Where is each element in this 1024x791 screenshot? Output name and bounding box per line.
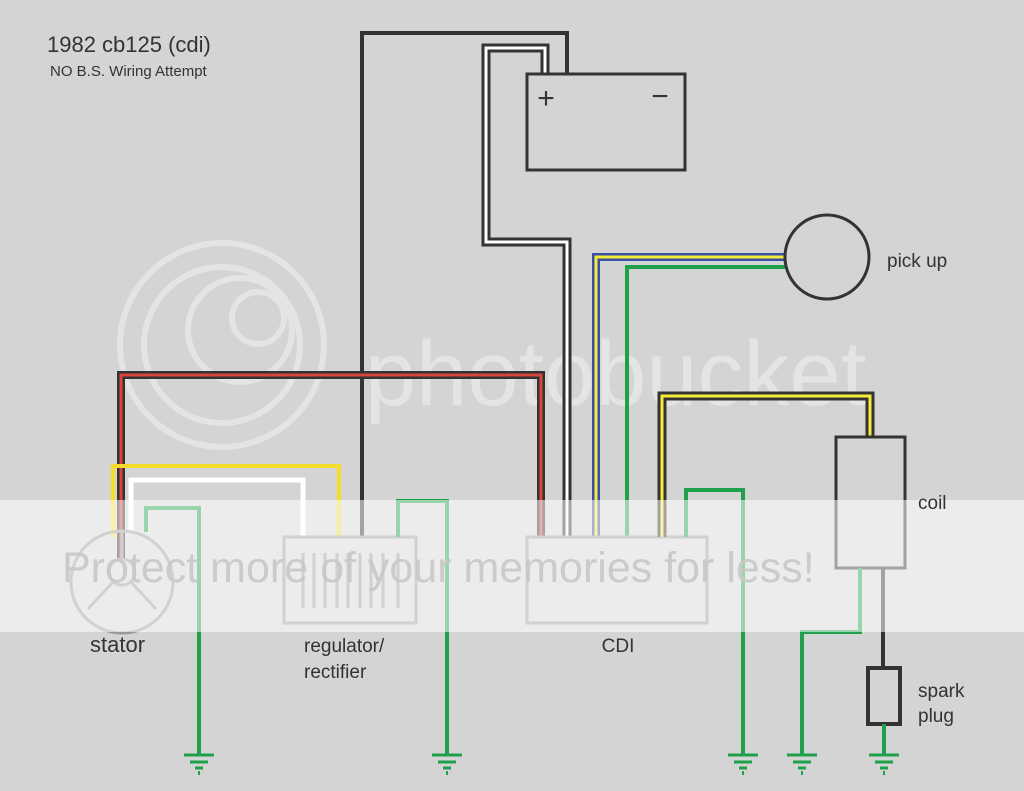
wire-green-pickup-cdi: [625, 265, 786, 537]
pickup: [783, 213, 871, 301]
regulator-label-line1: regulator/: [304, 636, 385, 657]
wire-blue-yellow-pickup-cdi: [592, 253, 786, 537]
diagram-subtitle: NO B.S. Wiring Attempt: [50, 63, 208, 80]
pickup-label: pick up: [887, 251, 947, 272]
battery-plus: +: [537, 82, 555, 115]
spark-label-line2: plug: [918, 706, 954, 727]
watermark-banner: Protect more of your memories for less!: [62, 544, 815, 592]
wire-black-white-battery-cdi: [481, 43, 572, 537]
battery-minus: −: [651, 80, 669, 113]
stator-label: stator: [90, 632, 145, 657]
cdi-label: CDI: [602, 636, 635, 657]
diagram-title: 1982 cb125 (cdi): [47, 32, 211, 57]
spark-label-line1: spark: [918, 681, 965, 702]
ground-icon: [869, 753, 899, 775]
battery: + −: [525, 72, 687, 172]
regulator-label-line2: rectifier: [304, 662, 367, 683]
ground-icon: [787, 753, 817, 775]
wire-black-yellow-cdi-coil: [657, 391, 875, 537]
wire-black-reg-battery: [360, 31, 569, 537]
spark-plug: [866, 666, 902, 726]
ground-icon: [432, 753, 462, 775]
photobucket-logo: [117, 240, 327, 450]
watermark-band: [0, 500, 1024, 632]
coil-label: coil: [918, 493, 947, 514]
ground-icon: [728, 753, 758, 775]
ground-icon: [184, 753, 214, 775]
